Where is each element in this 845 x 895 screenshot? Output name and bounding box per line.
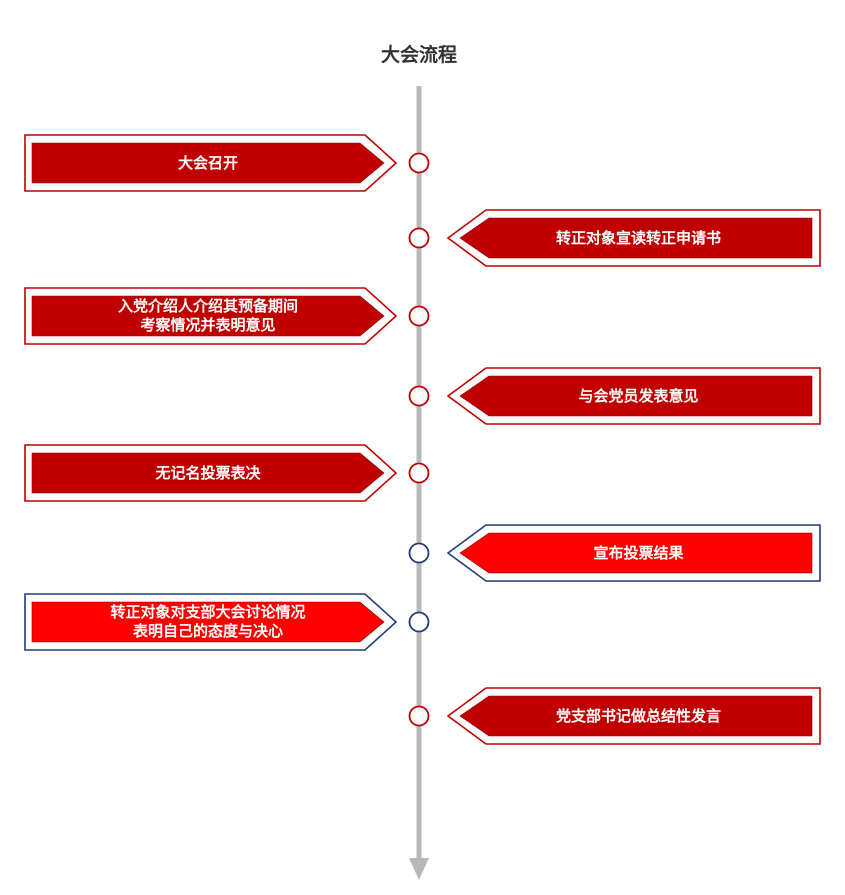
step-6-arrow: [459, 532, 813, 574]
step-4-marker: [408, 385, 430, 407]
step-4: [408, 367, 821, 425]
step-2-arrow: [459, 217, 813, 259]
step-8-label: 党支部书记做总结性发言: [555, 706, 721, 725]
step-8-marker: [408, 705, 430, 727]
step-8-arrow: [459, 695, 813, 737]
step-3-arrow: [31, 295, 385, 337]
axis-arrowhead: [409, 858, 429, 880]
step-3-label: 入党介绍人介绍其预备期间 考察情况并表明意见: [117, 297, 298, 334]
steps-layer: [24, 134, 821, 745]
step-5-marker: [408, 462, 430, 484]
step-6-marker: [408, 542, 430, 564]
step-5-label: 无记名投票表决: [155, 463, 261, 482]
step-1-label: 大会召开: [177, 153, 238, 172]
step-1-arrow: [31, 142, 385, 184]
step-2-marker: [408, 227, 430, 249]
step-7-label: 转正对象对支部大会讨论情况 表明自己的态度与决心: [110, 603, 306, 640]
step-2-label: 转正对象宣读转正申请书: [555, 228, 721, 247]
step-7-arrow: [31, 601, 385, 643]
step-7: [24, 593, 430, 651]
step-6: [408, 524, 821, 582]
step-8: [408, 687, 821, 745]
step-6-label: 宣布投票结果: [593, 543, 684, 562]
step-1-marker: [408, 152, 430, 174]
step-5-arrow: [31, 452, 385, 494]
step-2: [408, 209, 821, 267]
step-4-arrow: [459, 375, 813, 417]
step-5: [24, 444, 430, 502]
step-4-label: 与会党员发表意见: [578, 386, 699, 405]
step-7-marker: [408, 611, 430, 633]
step-3-marker: [408, 305, 430, 327]
step-1: [24, 134, 430, 192]
diagram-title: 大会流程: [380, 44, 457, 66]
step-3: [24, 287, 430, 345]
